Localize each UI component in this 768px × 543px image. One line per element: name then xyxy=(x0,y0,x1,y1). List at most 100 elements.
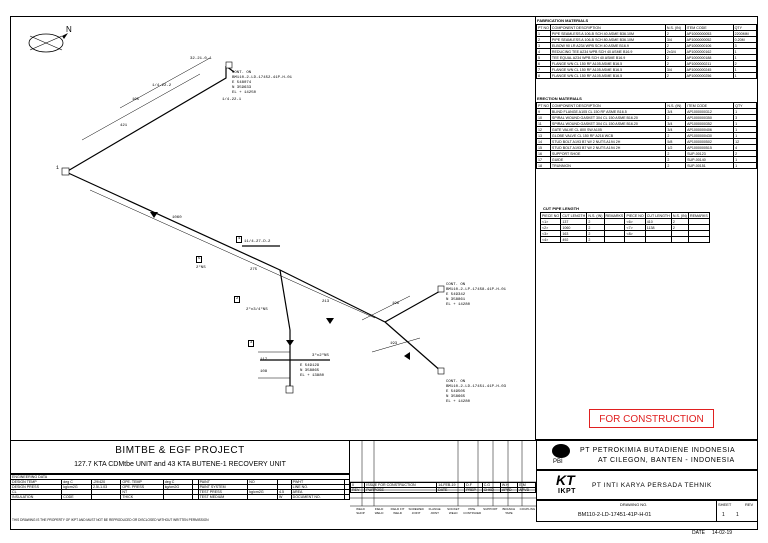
table-cell: DATE xyxy=(436,487,466,493)
legend-item: SOCKET WELD xyxy=(447,507,460,515)
dim-label: 108 xyxy=(260,370,268,374)
table-cell: DOCUMENT NO. xyxy=(290,494,345,500)
project-subtitle: 127.7 KTA CDMtbe UNIT and 43 KTA BUTENE-… xyxy=(74,461,286,468)
table-cell xyxy=(343,494,351,500)
dim-label: 421 xyxy=(120,124,128,128)
node-ref: 3 xyxy=(248,340,255,347)
table-cell: TEST MEDIUM xyxy=(197,494,249,500)
sheet-box xyxy=(716,500,758,522)
table-cell: REV xyxy=(349,487,366,493)
table-cell: PURPOSE xyxy=(364,487,438,493)
table-cell: 2 xyxy=(586,236,605,243)
pipe-route xyxy=(65,65,443,390)
table-cell: W xyxy=(276,494,292,500)
client-location: AT CILEGON, BANTEN - INDONESIA xyxy=(598,457,735,464)
table-cell: FLANGE WN CL 150 RF A105 ASME B16.5 xyxy=(549,72,666,79)
iso-tag: 2"x3/4"NS xyxy=(246,308,268,312)
table-cell: <4> xyxy=(539,236,562,243)
legend-item: FIELD FIT WELD xyxy=(390,507,405,515)
node-1: 1 xyxy=(56,165,60,171)
table-cell xyxy=(162,494,194,500)
table-cell: SUP-00151 xyxy=(685,162,735,169)
dimension-lines xyxy=(81,57,421,379)
sheet-label: SHEET xyxy=(718,502,732,507)
legend-item: BRANCH TAPE xyxy=(502,507,516,515)
node-ref: 5 xyxy=(196,256,203,263)
legend-item: SUPPORT xyxy=(483,507,498,511)
table-cell: 492 xyxy=(560,236,588,243)
cont-right-block: CONT. ON BM110-2-LP-17458-41P-H-01 E 549… xyxy=(446,283,507,307)
node-ref: 4 xyxy=(236,236,243,243)
contractor-box xyxy=(536,470,758,500)
table-cell: 1 xyxy=(732,72,758,79)
table-cell: 18 xyxy=(536,162,551,169)
iso-tag: 3"x2"NS xyxy=(312,354,329,358)
contractor-name: PT INTI KARYA PERSADA TEHNIK xyxy=(592,482,712,489)
legend-item: PIPE CONTINUED xyxy=(463,507,482,515)
table-cell: 2 xyxy=(664,72,686,79)
node-ref: 2 xyxy=(234,296,241,303)
drawing-number: BM110-2-LD-17451-41P-H-01 xyxy=(578,512,652,518)
sheet-of: 1 xyxy=(736,512,739,518)
iso-tag-tl: 1/4-22-2 xyxy=(152,84,172,88)
table-cell xyxy=(688,236,710,243)
dim-label: 105 xyxy=(132,98,140,102)
table-cell xyxy=(624,236,646,243)
cont-top-block: CONT. ON BM110-2-LD-17452-41P-H-01 E 548… xyxy=(232,71,293,95)
dim-label: 193 xyxy=(390,342,398,346)
table-cell xyxy=(644,236,672,243)
flow-arrows xyxy=(150,212,410,360)
contractor-logo-text: IKPT xyxy=(558,488,576,495)
dim-label: 117 xyxy=(260,358,268,362)
client-logo-text: PBI xyxy=(553,459,563,465)
date-value: 14-02-19 xyxy=(712,530,733,536)
north-arrow-icon xyxy=(28,33,68,53)
table-cell: APVD xyxy=(499,487,519,493)
client-name: PT PETROKIMIA BUTADIENE INDONESIA xyxy=(580,447,736,454)
table-cell: THICK xyxy=(120,494,164,500)
legend-item: SCREWED JOINT xyxy=(408,507,424,515)
fabrication-title: FABRICATION MATERIALS xyxy=(537,18,589,23)
table-cell: 8 xyxy=(536,72,551,79)
cont-bottom-block: CONT. ON BM110-2-LD-17451-41P-H-03 E 549… xyxy=(446,380,507,404)
client-logo-icon xyxy=(552,444,570,458)
table-cell: CODE xyxy=(61,494,92,500)
project-name: BIMTBE & EGF PROJECT xyxy=(115,445,245,456)
coord-bottom-block: E 549129 N 358865 EL + 13880 xyxy=(300,364,325,378)
rev-label: REV xyxy=(745,502,754,507)
table-cell xyxy=(247,494,278,500)
design-note: THIS DRAWING IS THE PROPERTY OF IKPT AND… xyxy=(12,518,209,522)
dim-label: 1060 xyxy=(172,216,182,220)
iso-tag: 1/4-22-1 xyxy=(222,98,242,102)
cut-pipe-title: CUT PIPE LENGTH xyxy=(543,206,580,211)
legend-item: FLANGE JOINT xyxy=(428,507,441,515)
materials-panel xyxy=(535,16,758,440)
north-label: N xyxy=(66,25,72,34)
table-cell: 2 xyxy=(665,162,687,169)
erection-title: ERECTION MATERIALS xyxy=(537,96,582,101)
fitting-markers xyxy=(61,61,445,394)
iso-tag: 2"NS xyxy=(196,266,206,270)
sheet-no: 1 xyxy=(722,512,725,518)
project-box xyxy=(10,440,350,474)
dim-label: 213 xyxy=(322,300,330,304)
table-cell: PREP xyxy=(464,487,483,493)
table-cell xyxy=(670,236,690,243)
legend-item: COUPLING xyxy=(519,507,536,511)
legend-item: WELD SHOP xyxy=(356,507,365,515)
